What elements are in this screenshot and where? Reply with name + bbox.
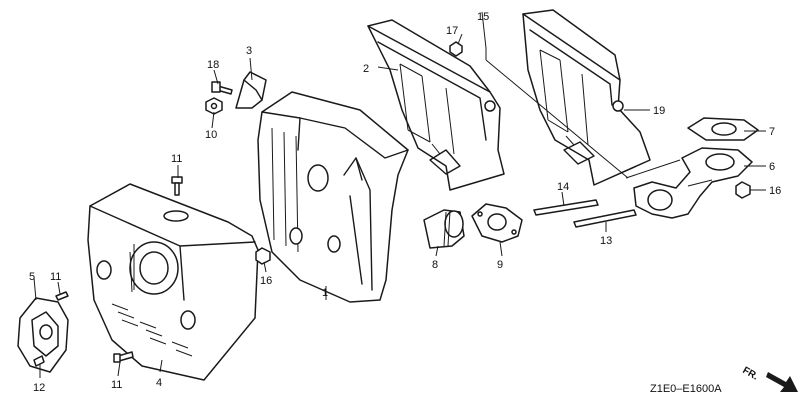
nut-10: [205, 97, 223, 115]
callout-17: 17: [446, 25, 458, 37]
callout-19: 19: [653, 105, 665, 117]
mounting-bracket: [235, 71, 267, 109]
front-shield-plate: [367, 19, 505, 191]
screw-11-cap: [55, 291, 69, 301]
tail-pipe: [423, 209, 465, 249]
callout-11-bottom: 11: [111, 379, 122, 391]
callout-13: 13: [600, 235, 612, 247]
callout-12: 12: [33, 382, 45, 394]
exhaust-gasket: [687, 117, 759, 141]
stud-bolt-14: [533, 199, 599, 216]
callout-6: 6: [769, 161, 775, 173]
callout-11-top: 11: [171, 153, 182, 165]
callout-3: 3: [246, 45, 252, 57]
callout-8: 8: [432, 259, 438, 271]
diagram-code: Z1E0–E1600A: [650, 383, 722, 395]
callout-15: 15: [477, 11, 489, 23]
nut-16-right: [735, 181, 751, 199]
bolt-18: [211, 81, 233, 95]
muffler-body: [257, 91, 409, 303]
nut-16-left: [255, 247, 271, 265]
callout-11-cap: 11: [50, 271, 61, 283]
callout-1: 1: [322, 287, 328, 299]
front-direction-indicator: FR.: [741, 365, 798, 392]
callout-4: 4: [156, 377, 162, 389]
screw-12: [33, 355, 45, 367]
callout-16-right: 16: [769, 185, 781, 197]
callout-16-left: 16: [260, 275, 272, 287]
fr-label: FR.: [741, 365, 761, 383]
callout-18: 18: [207, 59, 219, 71]
bolt-11-bottom: [113, 351, 134, 363]
muffler-gasket: [471, 203, 523, 243]
callout-9: 9: [497, 259, 503, 271]
callout-labels: 15 17 2 3 18 10 11 19 7 6 16 14 13 8 9 1…: [29, 11, 781, 394]
exhaust-pipe: [633, 147, 753, 219]
bolt-17: [449, 41, 463, 57]
direction-arrow-icon: [766, 372, 798, 392]
callout-14: 14: [557, 181, 569, 193]
stud-bolt-13: [573, 209, 637, 228]
bolt-11-top: [171, 176, 183, 196]
muffler-protector: [87, 183, 259, 381]
leader-lines: [33, 11, 766, 378]
spark-arrester-cap: [17, 297, 69, 373]
callout-2: 2: [363, 63, 369, 75]
callout-5: 5: [29, 271, 35, 283]
callout-7: 7: [769, 126, 775, 138]
rear-shield-plate: [522, 9, 651, 186]
callout-10: 10: [205, 129, 217, 141]
